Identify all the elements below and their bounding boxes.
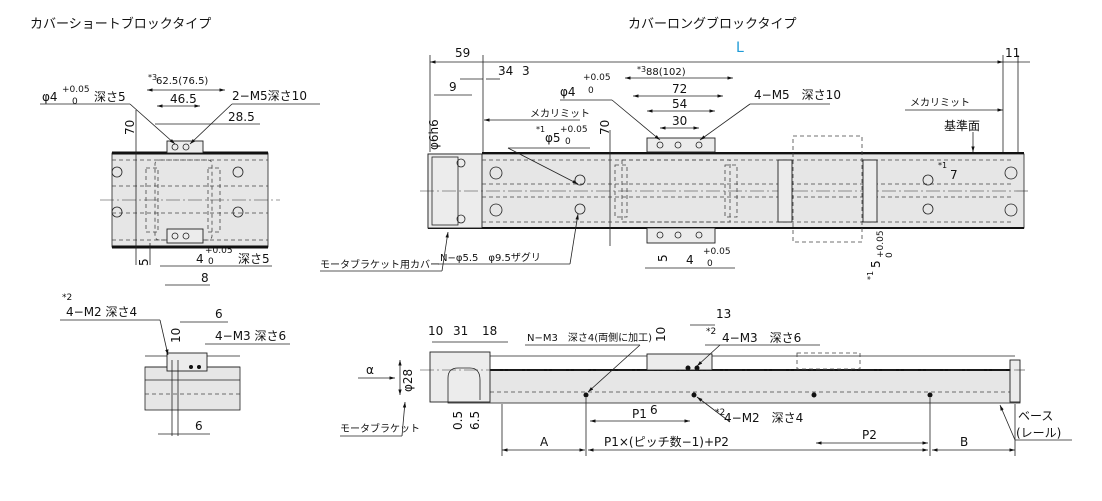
label: φ6h6	[427, 119, 441, 150]
label: 72	[672, 82, 687, 96]
label: 4−M3 深さ6	[722, 331, 801, 345]
label: 31	[453, 324, 468, 338]
label: +0.05	[876, 230, 886, 258]
label: 4−M5 深さ10	[754, 88, 841, 102]
title-long-block: カバーロングブロックタイプ	[628, 16, 796, 32]
label: ベース	[1018, 409, 1053, 423]
label: φ4	[560, 85, 576, 99]
label: 深さ5	[94, 90, 126, 104]
label: 0	[588, 86, 594, 96]
label: 基準面	[944, 118, 980, 133]
label: 9	[449, 80, 457, 94]
label: *3	[637, 65, 646, 74]
label: +0.05	[205, 246, 233, 256]
label: 0	[72, 97, 78, 107]
short-side-labels: *2 4−M2 深さ4 6 10 4−M3 深さ6 6	[62, 293, 286, 433]
title-short-block: カバーショートブロックタイプ	[30, 16, 211, 32]
label: *2	[706, 327, 716, 337]
label: 70	[123, 120, 137, 135]
label: 4−M2 深さ4	[66, 305, 137, 319]
label: P1	[632, 407, 647, 421]
label: 6	[215, 307, 223, 321]
label: モータブラケット	[340, 422, 420, 435]
label: 7	[950, 168, 958, 182]
label: 4−M3 深さ6	[215, 329, 286, 343]
label: モータブラケット用カバー	[320, 258, 440, 271]
label: メカリミット	[530, 108, 590, 120]
long-block-side-view	[340, 324, 1072, 456]
label: 4−M2 深さ4	[724, 411, 803, 425]
label: *1	[866, 271, 875, 280]
label: B	[960, 435, 968, 449]
label: φ5	[545, 131, 561, 145]
label: 28.5	[228, 110, 255, 124]
label: +0.05	[703, 247, 731, 257]
label: *2	[715, 408, 725, 418]
label: 10	[428, 324, 443, 338]
label: 34	[498, 64, 513, 78]
label: 46.5	[170, 92, 197, 106]
label: P2	[862, 428, 877, 442]
label: 54	[672, 97, 687, 111]
label: メカリミット	[910, 97, 970, 109]
label: +0.05	[560, 125, 588, 135]
label: 6.5	[468, 411, 482, 430]
label: 10	[654, 327, 668, 342]
label: *3	[148, 73, 157, 82]
label: 2−M5深さ10	[232, 89, 307, 103]
long-block-top-view	[320, 55, 1030, 272]
label: A	[540, 435, 549, 449]
label: (レール)	[1016, 426, 1061, 440]
label: 5	[137, 258, 151, 266]
label: φ28	[401, 369, 415, 392]
label: 10	[169, 328, 183, 343]
label: 深さ5	[238, 252, 270, 266]
label: *2	[62, 293, 72, 303]
label: 11	[1005, 46, 1020, 60]
label: 0	[707, 259, 713, 269]
label: 4	[686, 253, 694, 267]
long-block-labels: L 59 34 3 9 φ6h6 11 メカリミット *1 φ5 +0.05 0…	[320, 40, 1020, 280]
label: 8	[201, 271, 209, 285]
label: P1×(ピッチ数−1)+P2	[604, 434, 729, 449]
label: +0.05	[62, 85, 90, 95]
label: 70	[598, 120, 612, 135]
label: 62.5(76.5)	[156, 76, 208, 87]
label: N−M3 深さ4(両側に加工)	[527, 331, 652, 344]
label: α	[366, 363, 374, 377]
label: 3	[522, 64, 530, 78]
label: 13	[716, 307, 731, 321]
label: 0	[565, 137, 571, 147]
label: N−φ5.5 φ9.5ザグリ	[440, 251, 541, 264]
label: 0.5	[451, 411, 465, 430]
label: 5	[869, 260, 883, 268]
label: 0	[885, 252, 895, 258]
label: *1	[938, 161, 947, 170]
short-block-top-view	[40, 88, 320, 286]
label: 5	[656, 254, 670, 262]
label: 6	[195, 419, 203, 433]
label: φ4	[42, 90, 58, 104]
label: 0	[208, 257, 214, 267]
label: 88(102)	[646, 67, 686, 78]
label: 4	[196, 252, 204, 266]
label: 18	[482, 324, 497, 338]
label: 6	[650, 403, 658, 417]
short-block-side-view	[60, 319, 290, 436]
long-side-labels: 10 31 18 N−M3 深さ4(両側に加工) 10 13 *2 4−M3 深…	[340, 307, 1061, 449]
length-L-label: L	[736, 40, 744, 56]
label: 30	[672, 114, 687, 128]
label: 59	[455, 46, 470, 60]
label: +0.05	[583, 73, 611, 83]
short-block-labels: φ4 +0.05 0 深さ5 *3 62.5(76.5) 46.5 2−M5深さ…	[42, 73, 307, 285]
label: *1	[536, 125, 545, 134]
